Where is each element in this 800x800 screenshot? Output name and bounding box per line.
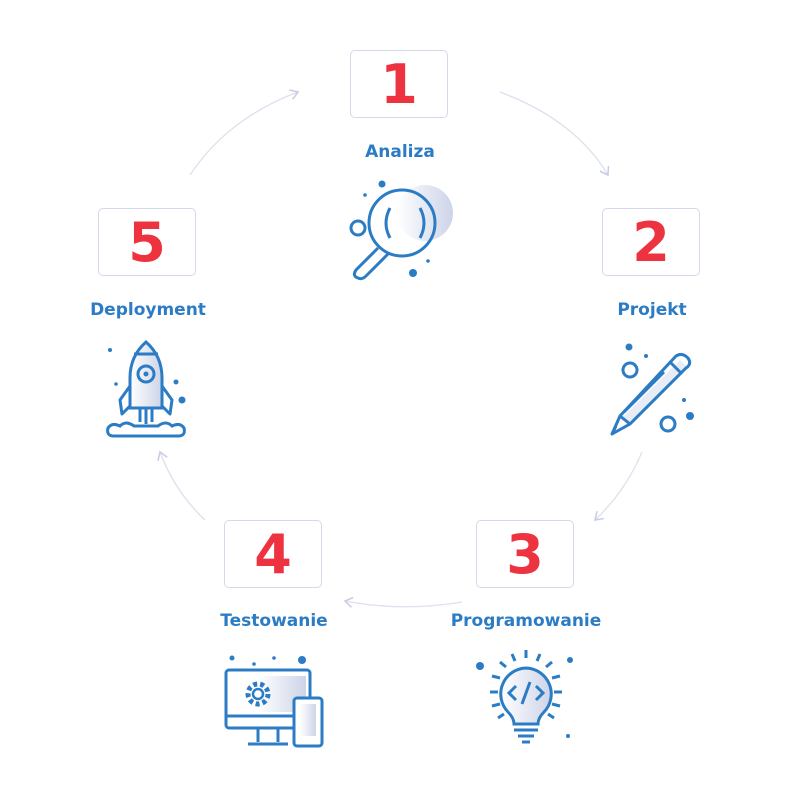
step-number-box: 2 [602,208,700,276]
arrow-2-3 [595,451,643,520]
step-number-box: 4 [224,520,322,588]
arrow-5-1 [189,92,298,176]
step-number-box: 3 [476,520,574,588]
arrow-4-5 [160,452,206,521]
step-label: Programowanie [450,611,602,631]
magnifier-icon [349,180,453,281]
step-label: Testowanie [220,611,328,631]
devices-gear-icon [224,655,324,748]
step-number-box: 1 [350,50,448,118]
code-lightbulb-icon [476,650,573,744]
rocket-icon [106,340,186,438]
step-label: Analiza [365,142,435,162]
arrow-1-2 [499,91,608,175]
step-label: Projekt [617,300,687,320]
pencil-icon [610,343,694,436]
step-number-box: 5 [98,208,196,276]
step-label: Deployment [90,300,206,320]
arrow-3-4 [345,601,463,607]
